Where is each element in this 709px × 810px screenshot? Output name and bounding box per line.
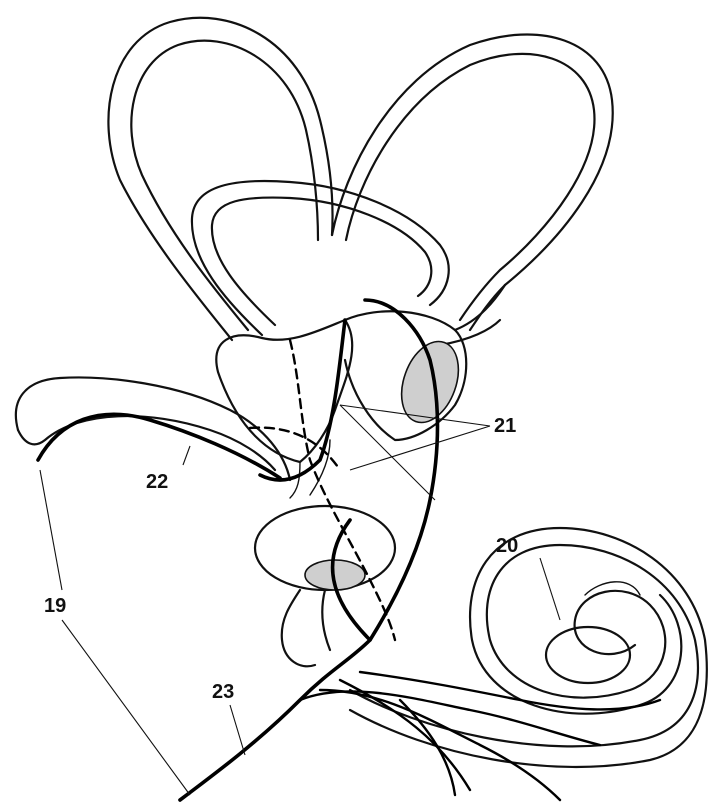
cochlea bbox=[350, 528, 707, 767]
label-21: 21 bbox=[494, 415, 516, 437]
label-23: 23 bbox=[212, 681, 234, 703]
label-22: 22 bbox=[146, 471, 168, 493]
label-19: 19 bbox=[44, 595, 66, 617]
utricle-macula bbox=[391, 334, 469, 431]
superior-semicircular-canal bbox=[332, 34, 613, 330]
ductus-reuniens bbox=[282, 590, 330, 666]
label-20: 20 bbox=[496, 535, 518, 557]
dashed-fibres bbox=[250, 340, 395, 640]
saccule bbox=[255, 506, 395, 590]
